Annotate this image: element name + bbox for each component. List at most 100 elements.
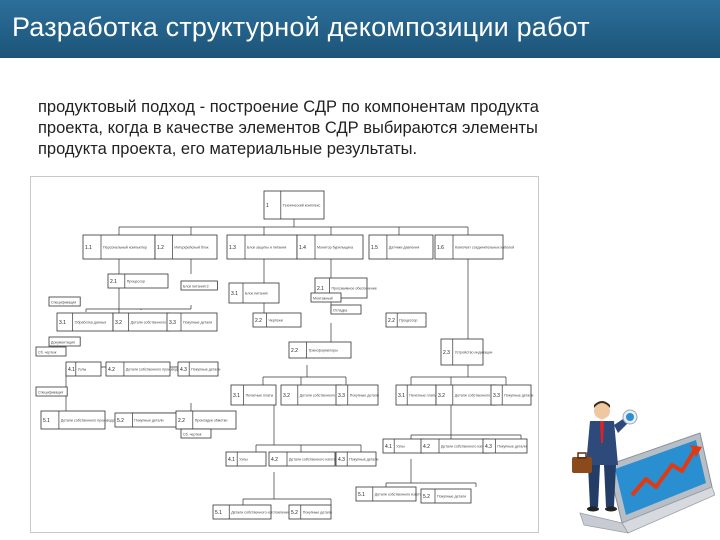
wbs-box-frame <box>288 341 352 359</box>
wbs-note-text: Монтажный <box>313 297 333 301</box>
wbs-note-text: Блок питания 3 <box>183 285 209 289</box>
wbs-node-number: 2.2 <box>388 318 395 324</box>
wbs-node-number: 4.3 <box>338 457 345 463</box>
wbs-node-label: Программное обеспечение <box>332 287 377 291</box>
businessman-icon <box>586 401 638 512</box>
wbs-node-label: Покупные детали <box>183 321 212 325</box>
wbs-node-label: Технический комплекс <box>283 204 321 208</box>
slide-title: Разработка структурной декомпозиции рабо… <box>12 12 590 42</box>
wbs-node-label: Монитор бурильщика <box>317 246 353 250</box>
wbs-node-label: Детали собственного изготовления <box>455 394 514 398</box>
body-line: продуктовый подход - построение СДР по к… <box>38 98 539 116</box>
wbs-node-number: 3.2 <box>115 320 122 326</box>
wbs-root-node: 1 Технический комплекс <box>263 190 325 220</box>
wbs-node: 1.6 Комплект соединительных кабелей <box>434 234 514 260</box>
growth-arrow-icon <box>630 445 702 497</box>
wbs-node: 1.5 Датчики давления <box>368 234 434 260</box>
wbs-node-label: Детали собственного производства <box>126 368 185 372</box>
wbs-note-text: Спецификация <box>38 391 63 395</box>
wbs-node-label: Детали собственного производства <box>131 321 190 325</box>
wbs-node-number: 3.2 <box>438 393 445 399</box>
wbs-box-frame <box>440 338 484 366</box>
wbs-node-label: Покупные детали <box>134 419 163 423</box>
wbs-box-frame <box>385 312 427 328</box>
wbs-node-label: Интерфейсный блок <box>174 246 209 250</box>
wbs-node-number: 4.1 <box>385 444 392 450</box>
wbs-node-label: Устройство индикации <box>455 351 493 355</box>
wbs-node-label: Покупные детали <box>350 394 379 398</box>
wbs-node-label: Комплект соединительных кабелей <box>455 246 514 250</box>
wbs-node-number: 3.1 <box>233 393 240 399</box>
wbs-box-frame <box>252 312 302 328</box>
wbs-node-number: 3.2 <box>283 393 290 399</box>
wbs-node-number: 4.1 <box>228 457 235 463</box>
wbs-node-label: Детали собственного изготовления <box>375 493 434 497</box>
wbs-box-frame <box>105 361 171 377</box>
briefcase-icon <box>572 452 592 473</box>
wbs-node-number: 5.2 <box>291 510 298 516</box>
wbs-node-label: Покупные детали <box>191 368 220 372</box>
wbs-node: 3.2 Детали собственного производства <box>112 312 190 332</box>
wbs-note-text: Отладка <box>333 309 347 313</box>
wbs-node: 4.3 Покупные детали <box>335 451 378 467</box>
wbs-node-number: 2.1 <box>110 279 117 285</box>
wbs-node-label: Узлы <box>78 368 87 372</box>
wbs-node-number: 3.3 <box>338 393 345 399</box>
wbs-node-number: 1.6 <box>437 245 444 251</box>
wbs-box-frame <box>288 504 332 520</box>
wbs-node: 3.3 Покупные детали <box>335 384 379 406</box>
wbs-node-number: 5.1 <box>215 510 222 516</box>
wbs-node-label: Процессор <box>127 280 145 284</box>
wbs-note: Документация <box>48 336 81 347</box>
wbs-box-frame <box>355 486 417 502</box>
wbs-node-number: 2.3 <box>443 350 450 356</box>
wbs-node-number: 4.1 <box>68 367 75 373</box>
wbs-node-label: Датчики давления <box>389 246 419 250</box>
wbs-note-text: Сб. чертеж <box>38 351 57 355</box>
wbs-node-label: Детали собственного производства <box>61 419 120 423</box>
wbs-note-frame <box>48 296 81 307</box>
wbs-box-frame <box>335 384 379 406</box>
wbs-node-number: 4.3 <box>180 367 187 373</box>
wbs-box-frame <box>212 504 272 520</box>
wbs-node-label: Обработка данных <box>75 321 107 325</box>
wbs-box-frame <box>263 190 325 220</box>
wbs-note: Сб. чертеж <box>180 428 212 439</box>
wbs-node-number: 4.2 <box>108 367 115 373</box>
body-text: продуктовый подход - построение СДР по к… <box>38 97 638 160</box>
wbs-note: Сб. чертеж <box>35 346 67 357</box>
wbs-note: Отладка <box>330 304 362 315</box>
wbs-node-label: Покупные детали <box>437 495 466 499</box>
wbs-node-number: 2.2 <box>255 318 262 324</box>
wbs-node-label: Покупные детали <box>349 458 378 462</box>
wbs-node-number: 3.1 <box>59 320 66 326</box>
wbs-node-number: 4.3 <box>485 444 492 450</box>
wbs-box-frame <box>40 410 106 430</box>
wbs-node-label: Узлы <box>239 458 248 462</box>
wbs-node-label: Покупные детали <box>497 445 526 449</box>
wbs-box-frame <box>420 488 472 504</box>
wbs-node-label: Детали собственного изготовления <box>300 394 359 398</box>
wbs-node-label: Детали собственного изготовления <box>289 458 348 462</box>
wbs-note-frame <box>310 292 342 303</box>
wbs-box-frame <box>177 361 219 377</box>
wbs-note-frame <box>180 280 218 291</box>
wbs-note: Спецификация <box>48 296 81 307</box>
wbs-node-number: 1.5 <box>371 245 378 251</box>
wbs-node-number: 1 <box>266 203 269 209</box>
wbs-box-frame <box>154 234 218 260</box>
